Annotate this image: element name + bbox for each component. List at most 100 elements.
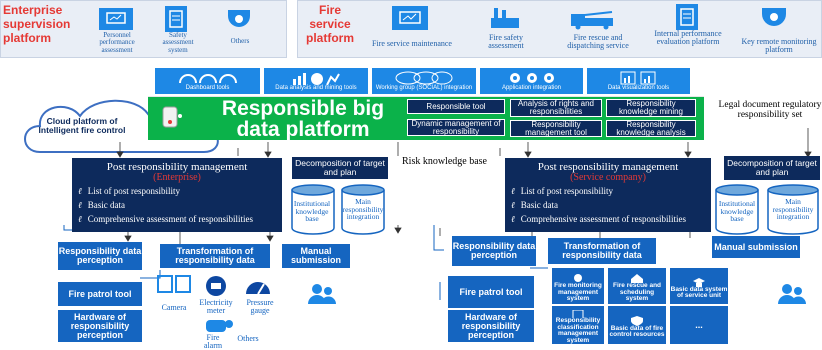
monitor-icon	[99, 8, 133, 30]
left-panel-subtitle: (Enterprise)	[153, 172, 201, 183]
tool-app-integration[interactable]: Application integration	[480, 68, 583, 94]
truck-icon	[570, 8, 616, 30]
system-tile[interactable]: Basic data system of service unit	[670, 268, 728, 304]
tool-label: Application integration	[501, 85, 562, 91]
gears-icon	[509, 73, 554, 83]
tool-dashboard[interactable]: Dashboard tools	[155, 68, 260, 94]
fire-item-2[interactable]: Fire rescue and dispatching service	[567, 33, 629, 51]
fire-item-3[interactable]: Internal performance evaluation platform	[654, 29, 722, 47]
system-label: Responsibility classification management…	[555, 317, 601, 344]
school-icon	[693, 277, 705, 287]
right-list-item: Basic data	[511, 200, 705, 211]
enterprise-item-2[interactable]: Others	[230, 37, 250, 45]
big-data-title: Responsible big data platform	[221, 97, 385, 142]
right-cylinder-2-label: Main responsibility integration	[772, 197, 814, 221]
left-transformation-box[interactable]: Transformation of responsibility data	[160, 244, 270, 268]
left-manual-box[interactable]: Manual submission	[282, 244, 350, 268]
right-cylinder-1	[715, 184, 759, 235]
tool-button[interactable]: Responsibility management tool	[510, 120, 602, 137]
right-hardware-box[interactable]: Hardware of responsibility perception	[448, 310, 534, 342]
right-post-panel: Post responsibility management (Service …	[505, 158, 711, 232]
right-cylinder-2	[767, 184, 819, 235]
people-icon	[395, 71, 453, 85]
right-perception-box[interactable]: Responsibility data perception	[452, 236, 536, 266]
house-icon	[631, 274, 643, 284]
system-tile[interactable]: Fire rescue and scheduling system	[608, 268, 666, 304]
system-tile[interactable]: Responsibility classification management…	[552, 306, 604, 344]
factory-icon	[490, 6, 520, 30]
device-label: Pressure gauge	[246, 298, 274, 315]
left-cylinder-1-label: Institutional knowledge base	[293, 199, 331, 223]
left-cylinder-2-label: Main responsibility integration	[342, 197, 384, 221]
tool-button[interactable]: Analysis of rights and responsibilities	[510, 99, 602, 117]
left-hardware-box[interactable]: Hardware of responsibility perception	[58, 310, 142, 342]
right-cylinder-1-label: Institutional knowledge base	[718, 199, 756, 223]
right-list-item: List of post responsibility	[511, 186, 705, 197]
fire-item-4[interactable]: Key remote monitoring platform	[741, 37, 817, 55]
system-tile[interactable]: Basic data of fire control resources	[608, 306, 666, 344]
left-decomposition-box[interactable]: Decomposition of target and plan	[292, 157, 388, 179]
left-perception-box[interactable]: Responsibility data perception	[58, 242, 142, 270]
left-post-panel: Post responsibility management (Enterpri…	[72, 158, 282, 232]
camera-icon	[156, 274, 192, 296]
left-cylinder-2	[341, 184, 385, 235]
right-list-item: Comprehensive assessment of responsibili…	[511, 214, 691, 225]
document-icon	[165, 6, 187, 32]
fire-panel	[297, 0, 822, 58]
right-decomposition-box[interactable]: Decomposition of target and plan	[724, 156, 820, 180]
document-icon	[572, 310, 584, 318]
enterprise-item-1[interactable]: Safety assessment system	[162, 31, 194, 54]
camera-dome-icon	[226, 6, 252, 30]
right-transformation-box[interactable]: Transformation of responsibility data	[548, 238, 656, 264]
right-patrol-box[interactable]: Fire patrol tool	[448, 276, 534, 308]
gauge-icon	[244, 274, 272, 296]
enterprise-panel	[0, 0, 287, 58]
system-tile[interactable]: Fire monitoring management system	[552, 268, 604, 304]
device-label: Fire alarm	[203, 333, 223, 350]
people-icon	[776, 282, 808, 306]
fire-item-0[interactable]: Fire service maintenance	[372, 39, 452, 48]
left-list-item: Basic data	[78, 200, 276, 211]
gauge-icon	[178, 74, 237, 84]
tool-label: Data visualization tools	[607, 85, 670, 91]
alarm-icon	[574, 274, 582, 283]
fire-item-1[interactable]: Fire safety assessment	[488, 33, 524, 51]
enterprise-item-0[interactable]: Personnel performance assessment	[99, 31, 135, 54]
device-label: Electricity meter	[199, 298, 233, 315]
tool-button[interactable]: Responsible tool	[407, 99, 505, 114]
system-label: Basic data system of service unit	[670, 285, 728, 299]
system-label: Fire rescue and scheduling system	[612, 282, 662, 303]
people-icon	[306, 282, 338, 306]
system-label: ...	[695, 319, 703, 330]
cloud-label: Cloud platform of Intelligent fire contr…	[38, 116, 126, 135]
risk-knowledge-label: Risk knowledge base	[402, 156, 487, 167]
left-list-item: List of post responsibility	[78, 186, 276, 197]
tool-label: Data analysis and mining tools	[275, 85, 357, 91]
device-label: Others	[237, 334, 259, 343]
document-icon	[676, 4, 698, 30]
right-panel-title: Post responsibility management	[537, 161, 679, 173]
system-tile[interactable]: ...	[670, 306, 728, 344]
bar-chart-icon	[293, 73, 340, 85]
tool-visualization[interactable]: Data visualization tools	[587, 68, 690, 94]
tool-button[interactable]: Responsibility knowledge analysis	[606, 120, 696, 137]
fire-panel-title: Fire service platform	[306, 3, 354, 45]
left-list-item: Comprehensive assessment of responsibili…	[78, 214, 258, 225]
chart-window-icon	[620, 71, 655, 85]
device-label: Camera	[161, 303, 187, 312]
tool-button[interactable]: Responsibility knowledge mining	[606, 99, 696, 117]
right-panel-subtitle: (Service company)	[570, 172, 646, 183]
monitor-icon	[392, 6, 428, 30]
tool-social[interactable]: Working group (SOCIAL) integration	[372, 68, 476, 94]
tool-button[interactable]: Dynamic management of responsibility	[407, 119, 505, 136]
tool-analysis[interactable]: Data analysis and mining tools	[264, 68, 368, 94]
tool-label: Dashboard tools	[185, 85, 230, 91]
system-label: Fire monitoring management system	[554, 282, 602, 303]
left-patrol-box[interactable]: Fire patrol tool	[58, 282, 142, 306]
fire-alarm-icon	[204, 316, 234, 334]
left-panel-title: Post responsibility management	[106, 161, 248, 173]
right-manual-box[interactable]: Manual submission	[712, 236, 800, 258]
tool-label: Working group (SOCIAL) integration	[375, 85, 473, 91]
system-label: Basic data of fire control resources	[609, 324, 665, 338]
